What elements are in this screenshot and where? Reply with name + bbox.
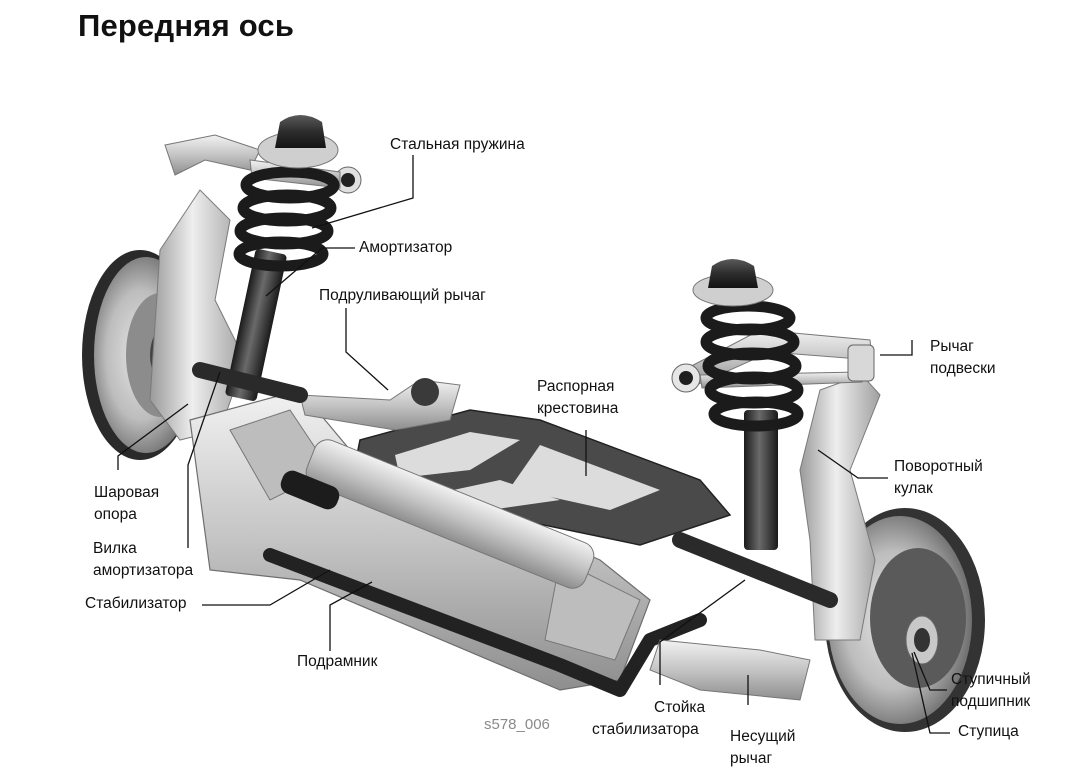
leader-toe-link xyxy=(345,308,389,391)
leader-knuckle xyxy=(817,449,888,479)
label-cross-brace-line-2: крестовина xyxy=(537,400,619,417)
label-hub-line-1: Ступица xyxy=(958,723,1019,740)
label-subframe: Подрамник xyxy=(297,651,377,673)
leader-lines xyxy=(117,155,950,734)
label-knuckle: Поворотный кулак xyxy=(894,456,983,500)
leader-stab-link xyxy=(659,579,746,685)
label-ball-joint: Шаровая опора xyxy=(94,482,159,526)
label-ball-joint-line-1: Шаровая xyxy=(94,484,160,501)
label-toe-link-line-1: Подруливающий рычаг xyxy=(319,287,486,304)
leader-subframe xyxy=(329,581,373,651)
left-shock-absorber xyxy=(225,249,287,401)
right-knuckle xyxy=(799,374,881,641)
right-strut-mount xyxy=(692,259,774,307)
label-stab-link-2: стабилизатора xyxy=(592,719,699,741)
right-spring xyxy=(700,300,804,432)
label-shock-fork-line-1: Вилка xyxy=(93,540,137,557)
drive-shafts xyxy=(192,362,838,608)
label-cross-brace: Распорная крестовина xyxy=(537,376,618,420)
leader-shock-fork xyxy=(187,371,221,548)
label-stab-link: Стойка xyxy=(654,697,705,719)
label-shock-line-1: Амортизатор xyxy=(359,239,453,256)
label-ball-joint-line-2: опора xyxy=(94,506,137,523)
label-shock-fork-line-2: амортизатора xyxy=(93,562,194,579)
leader-shock xyxy=(265,247,355,297)
leader-spring xyxy=(311,155,414,229)
label-toe-link: Подруливающий рычаг xyxy=(319,285,486,307)
toe-link xyxy=(299,378,461,431)
leader-ball-joint xyxy=(117,403,189,470)
label-knuckle-line-2: кулак xyxy=(894,480,933,497)
label-spring: Стальная пружина xyxy=(390,134,525,156)
label-bearing: Ступичный подшипник xyxy=(951,669,1031,713)
label-lower-arm-line-2: рычаг xyxy=(730,750,773,767)
leader-wishbone xyxy=(880,340,913,356)
steering-rack xyxy=(280,439,595,589)
label-wishbone-line-1: Рычаг xyxy=(930,338,974,355)
label-shock-fork: Вилка амортизатора xyxy=(93,538,193,582)
figure-code: s578_006 xyxy=(484,716,550,733)
label-spring-line-1: Стальная пружина xyxy=(390,136,525,153)
leader-stabilizer xyxy=(202,569,331,606)
label-stabilizer-line-1: Стабилизатор xyxy=(85,595,187,612)
leader-bearing xyxy=(913,651,947,691)
label-stab-link-line-1: Стойка xyxy=(654,699,706,716)
label-cross-brace-line-1: Распорная xyxy=(537,378,615,395)
label-bearing-line-1: Ступичный xyxy=(951,671,1031,688)
leader-hub xyxy=(911,652,950,734)
label-subframe-line-1: Подрамник xyxy=(297,653,378,670)
label-wishbone: Рычаг подвески xyxy=(930,336,996,380)
lower-arm xyxy=(649,639,811,701)
label-hub: Ступица xyxy=(958,721,1019,743)
left-strut-mount xyxy=(257,115,339,169)
label-stabilizer: Стабилизатор xyxy=(85,593,187,615)
label-shock-absorber: Амортизатор xyxy=(359,237,452,259)
label-bearing-line-2: подшипник xyxy=(951,693,1031,710)
label-lower-arm: Несущий рычаг xyxy=(730,726,795,770)
right-shock-absorber xyxy=(744,410,778,550)
left-spring xyxy=(233,166,340,272)
stabilizer-bar xyxy=(263,548,707,697)
label-lower-arm-line-1: Несущий xyxy=(730,728,796,745)
label-knuckle-line-1: Поворотный xyxy=(894,458,983,475)
page-title: Передняя ось xyxy=(78,8,295,43)
label-stab-link-line-2: стабилизатора xyxy=(592,721,699,738)
label-wishbone-line-2: подвески xyxy=(930,360,996,377)
